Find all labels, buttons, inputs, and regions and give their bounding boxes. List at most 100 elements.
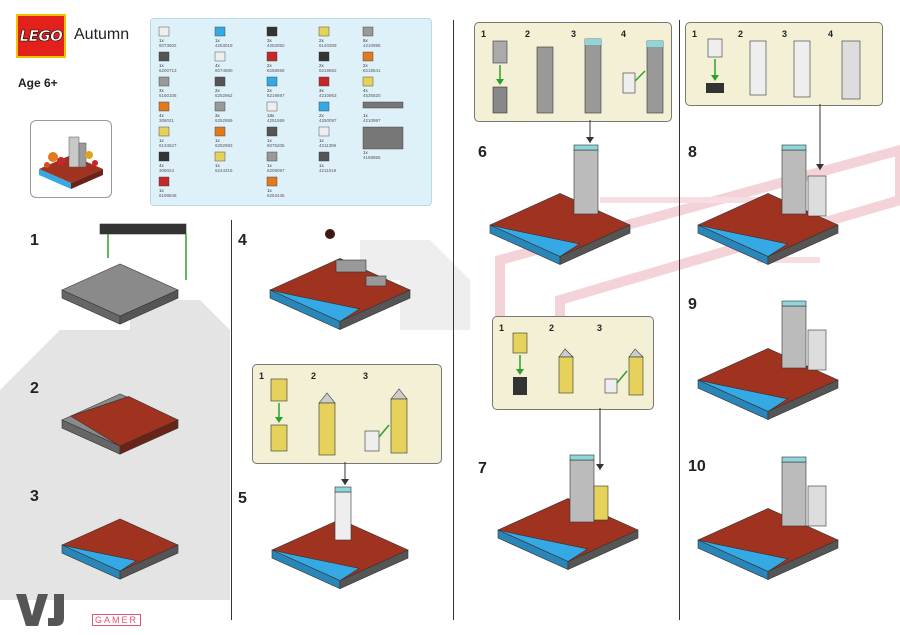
gray-tower [573, 149, 599, 215]
part-icon [158, 51, 170, 62]
substep-label: 3 [597, 323, 603, 333]
part-icon [158, 176, 170, 187]
column-divider-left [231, 220, 232, 620]
gray-tower [781, 149, 807, 215]
part-quantity: 2x [319, 113, 324, 118]
part-id: 6252983 [215, 143, 233, 148]
part-icon [266, 51, 278, 62]
part-quantity: 18x [267, 113, 275, 118]
step-number-5: 5 [238, 490, 247, 507]
part-id: 4210963 [319, 93, 337, 98]
part-quantity: 1x [215, 38, 220, 43]
step-number-10: 10 [688, 458, 706, 475]
part-id: 4253019 [215, 43, 233, 48]
part-quantity: 3x [159, 88, 164, 93]
callout-step-6-illustration [492, 38, 664, 114]
callout-step-8-illustration [706, 38, 861, 100]
part-id: 6074680 [215, 68, 233, 73]
part-quantity: 1x [319, 138, 324, 143]
baseplate-side-right [767, 379, 839, 420]
part-icon [158, 126, 170, 137]
callout-step-7: 1 2 3 [492, 316, 654, 410]
step-number-1: 1 [30, 232, 39, 249]
plate-1x8-dark [99, 223, 187, 235]
part-quantity: 1x [319, 163, 324, 168]
part-icon [158, 26, 170, 37]
part-quantity: 3x [319, 88, 324, 93]
part-id: 6198848 [159, 193, 177, 198]
part-quantity: 3x [215, 113, 220, 118]
part-icon [214, 126, 226, 137]
column-divider-middle [453, 20, 454, 620]
part-id: 4253050 [267, 43, 285, 48]
gray-tower-top [569, 454, 595, 461]
part-icon [214, 101, 226, 112]
part-id: 6075206 [267, 143, 285, 148]
part-id: 6252962 [215, 93, 233, 98]
part-id: 4169855 [363, 155, 381, 160]
part-icon [266, 76, 278, 87]
box-art-thumbnail [30, 120, 112, 198]
part-quantity: 4x [159, 163, 164, 168]
part-icon [214, 26, 226, 37]
part-id: 6219697 [267, 93, 285, 98]
part-icon [214, 76, 226, 87]
step-number-9: 9 [688, 296, 697, 313]
part-id: 4211396 [319, 143, 337, 148]
baseplate-top [61, 263, 179, 317]
gray-bricks [365, 275, 387, 287]
part-icon [318, 151, 330, 162]
part-quantity: 4x [215, 63, 220, 68]
part-id: 6140309 [319, 43, 337, 48]
baseplate-side-right [119, 544, 179, 580]
white-tower [807, 175, 827, 217]
gray-tower [781, 305, 807, 369]
part-icon [266, 151, 278, 162]
part-icon [266, 176, 278, 187]
baseplate-side-right [567, 529, 639, 570]
part-quantity: 1x [215, 138, 220, 143]
finished-model-thumbnail [39, 136, 103, 189]
part-icon [214, 151, 226, 162]
part-quantity: 1x [267, 188, 272, 193]
part-quantity: 1x [267, 163, 272, 168]
arrow-head-icon [816, 164, 824, 170]
part-quantity: 2x [267, 63, 272, 68]
part-id: 6252959 [215, 118, 233, 123]
arrow-head-icon [586, 137, 594, 143]
part-icon [158, 76, 170, 87]
substep-label: 2 [549, 323, 555, 333]
substep-label: 2 [738, 29, 744, 39]
part-quantity: 4x [159, 113, 164, 118]
step-number-4: 4 [238, 232, 247, 249]
part-quantity: 2x [363, 63, 368, 68]
part-icon [158, 151, 170, 162]
gray-bricks [335, 259, 367, 273]
part-id: 4211019 [319, 168, 337, 173]
arrow-head-icon [596, 464, 604, 470]
baseplate-side-right [119, 289, 179, 325]
part-id: 4210997 [363, 118, 381, 123]
part-quantity: 4x [363, 88, 368, 93]
baseplate-side-right [767, 539, 839, 580]
substep-label: 4 [828, 29, 834, 39]
part-quantity: 2x [267, 88, 272, 93]
parts-list-illustrations [158, 26, 404, 187]
part-id: 4535820 [363, 93, 381, 98]
part-icon [318, 51, 330, 62]
callout-step-7-illustration [512, 332, 644, 396]
step-number-3: 3 [30, 488, 39, 505]
part-quantity: 2x [319, 38, 324, 43]
part-id: 6258659 [267, 68, 285, 73]
substep-label: 1 [259, 371, 265, 381]
substep-label: 3 [782, 29, 788, 39]
part-icon [362, 101, 404, 109]
part-quantity: 1x [159, 188, 164, 193]
part-icon [318, 126, 330, 137]
part-quantity: 2x [319, 63, 324, 68]
substep-label: 3 [571, 29, 577, 39]
part-id: 6218541 [363, 68, 381, 73]
part-icon [362, 51, 374, 62]
part-icon [158, 101, 170, 112]
